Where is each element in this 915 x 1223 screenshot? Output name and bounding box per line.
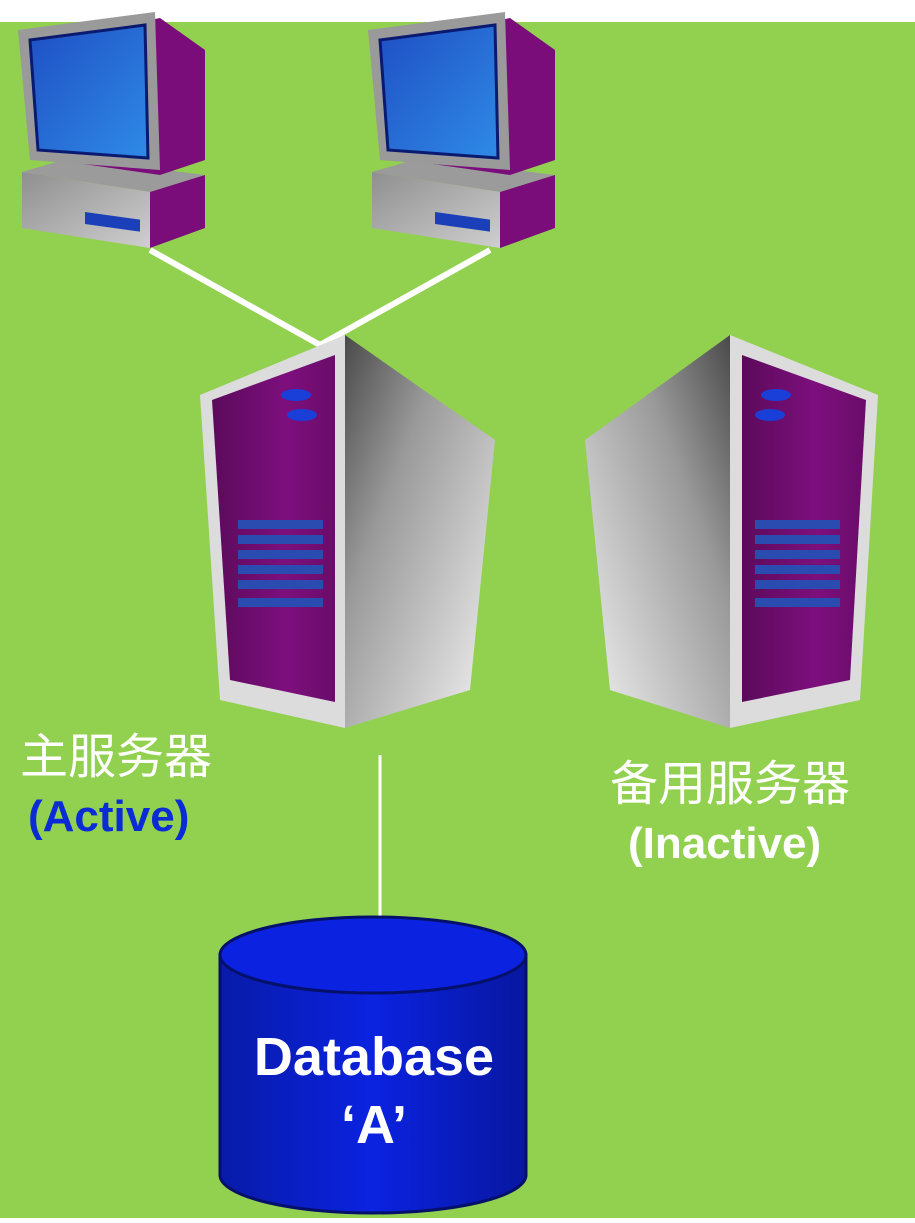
desktop-computer-icon [368,12,555,248]
database-name: ‘A’ [340,1095,408,1155]
tower-server-icon [585,335,878,728]
database-label: Database [253,1027,495,1087]
connection-line-right-client [318,247,492,348]
backup-server-status: (Inactive) [628,819,822,868]
tower-server-icon [200,335,495,728]
database-cylinder-icon [218,915,528,1215]
backup-server-label: 备用服务器 [610,756,851,812]
primary-server-label: 主服务器 [20,729,213,785]
primary-server-status: (Active) [28,792,190,841]
desktop-computer-icon [18,12,205,248]
connection-line-left-client [148,247,322,348]
